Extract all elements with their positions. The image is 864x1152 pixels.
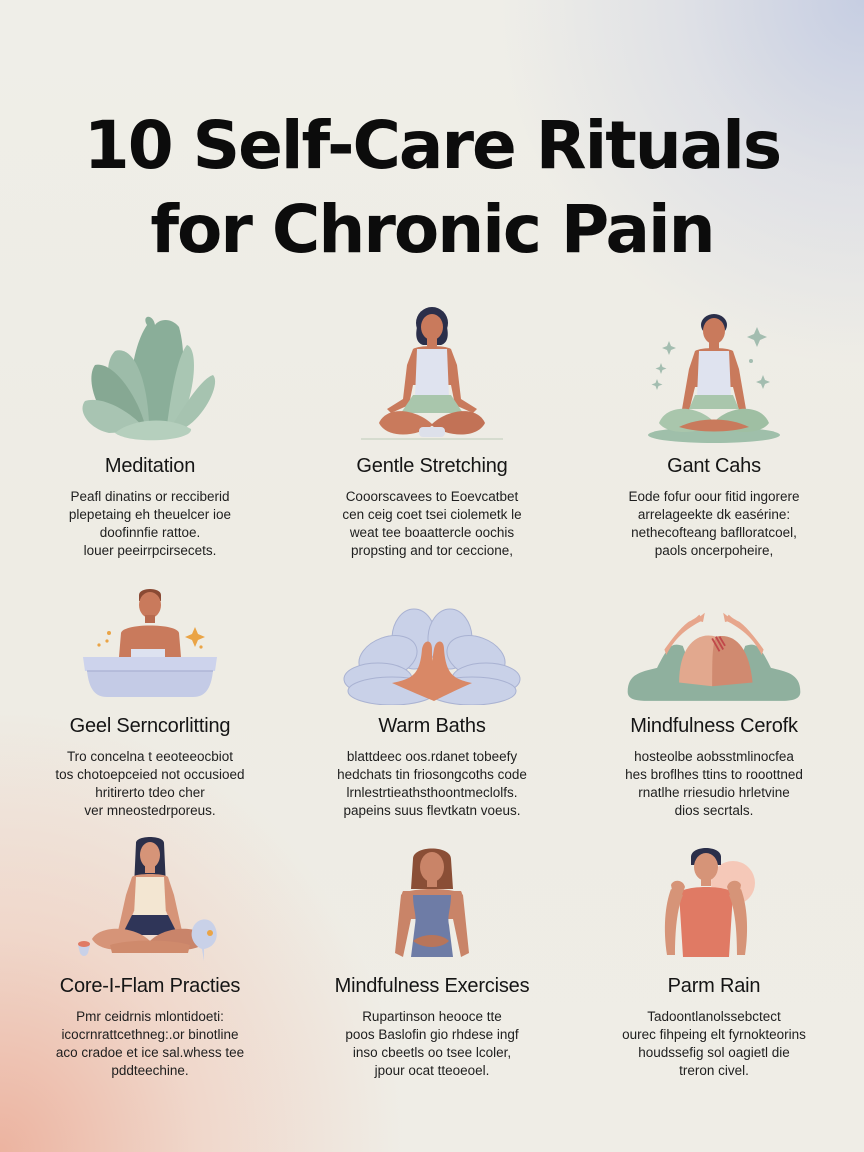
seated-meditation-sparkles-icon bbox=[624, 300, 804, 445]
ritual-description: blattdeec oos.rdanet tobeefy hedchats ti… bbox=[337, 749, 527, 818]
ritual-title: Mindfulness Cerofk bbox=[630, 715, 798, 737]
ritual-card-gentle-stretching: Gentle Stretching Cooorscavees to Eoevca… bbox=[300, 300, 564, 560]
ritual-description: Pmr ceidrnis mlontidoeti: icocrnrattceth… bbox=[55, 1009, 245, 1078]
ritual-description: Tadoontlanolssebctect ourec fihpeing elt… bbox=[622, 1009, 806, 1078]
ritual-card-geel-serncorlitting: Geel Serncorlitting Tro concelna t eeote… bbox=[0, 560, 300, 820]
ritual-title: Warm Baths bbox=[378, 715, 486, 737]
ritual-card-parm-rain: Parm Rain Tadoontlanolssebctect ourec fi… bbox=[564, 820, 864, 1080]
title-line-2: for Chronic Pain bbox=[150, 191, 715, 268]
ritual-description: Rupartinson heooce tte poos Baslofin gio… bbox=[345, 1009, 519, 1078]
ritual-description: Eode fofur oour fitid ingorere arrelagee… bbox=[628, 489, 800, 558]
ritual-description: hosteolbe aobsstmlinocfea hes broflhes t… bbox=[625, 749, 803, 818]
ritual-title: Core-I-Flam Practies bbox=[59, 975, 241, 997]
rituals-grid: Meditation Peafl dinatins or recciberid … bbox=[0, 300, 864, 1080]
ritual-title: Parm Rain bbox=[667, 975, 761, 997]
ritual-card-gant-cahs: Gant Cahs Eode fofur oour fitid ingorere… bbox=[564, 300, 864, 560]
ritual-title: Gentle Stretching bbox=[356, 455, 508, 477]
hand-lotus-icon bbox=[342, 560, 522, 705]
ritual-card-warm-baths: Warm Baths blattdeec oos.rdanet tobeefy … bbox=[300, 560, 564, 820]
ritual-title: Mindfulness Exercises bbox=[334, 975, 530, 997]
ritual-card-mindfulness-cerofk: Mindfulness Cerofk hosteolbe aobsstmlino… bbox=[564, 560, 864, 820]
ritual-title: Meditation bbox=[104, 455, 196, 477]
man-shoulder-pain-icon bbox=[624, 820, 804, 965]
ritual-description: Cooorscavees to Eoevcatbet cen ceig coet… bbox=[342, 489, 522, 558]
ritual-description: Tro concelna t eeoteeocbiot tos chotoepc… bbox=[55, 749, 245, 818]
man-in-bathtub-icon bbox=[60, 560, 240, 705]
ritual-description: Peafl dinatins or recciberid plepetaing … bbox=[68, 489, 232, 558]
woman-self-massage-icon bbox=[342, 820, 522, 965]
ritual-card-mindfulness-exercises: Mindfulness Exercises Rupartinson heooce… bbox=[300, 820, 564, 1080]
seated-meditation-woman-icon bbox=[342, 300, 522, 445]
plant-leaves-icon bbox=[60, 300, 240, 445]
ritual-card-meditation: Meditation Peafl dinatins or recciberid … bbox=[0, 300, 300, 560]
page-title: 10 Self-Care Rituals for Chronic Pain bbox=[0, 104, 864, 272]
hands-over-knee-icon bbox=[624, 560, 804, 705]
ritual-title: Gant Cahs bbox=[667, 455, 761, 477]
ritual-title: Geel Serncorlitting bbox=[69, 715, 231, 737]
ritual-card-core-i-flam-practies: Core-I-Flam Practies Pmr ceidrnis mlonti… bbox=[0, 820, 300, 1080]
title-line-1: 10 Self-Care Rituals bbox=[83, 107, 782, 184]
seated-woman-candles-icon bbox=[60, 820, 240, 965]
